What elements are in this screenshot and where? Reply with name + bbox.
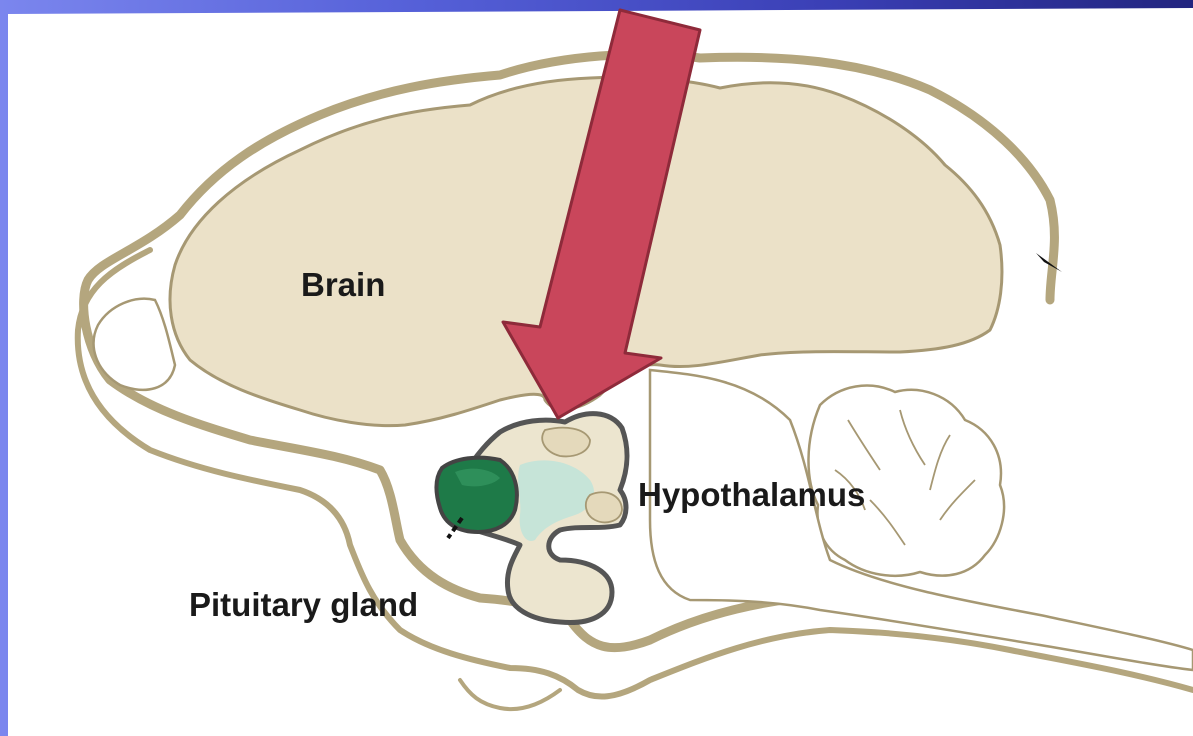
- brain-label: Brain: [301, 268, 385, 301]
- hypothalamus-label: Hypothalamus: [638, 478, 865, 511]
- pituitary-gland-label: Pituitary gland: [189, 588, 418, 621]
